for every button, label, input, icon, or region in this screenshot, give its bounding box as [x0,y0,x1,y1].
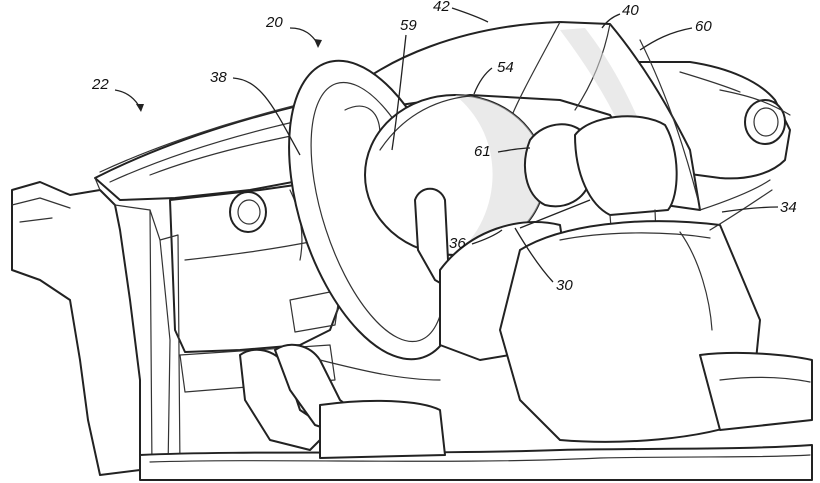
leader-22 [114,89,141,109]
arrowhead-22 [136,104,144,112]
leader-30 [514,227,554,283]
seat [499,115,813,443]
ref-54: 54 [497,59,514,76]
reference-labels: 20 22 38 59 42 54 40 60 61 36 30 [91,0,797,294]
door-pillar [11,177,181,476]
leader-42 [451,7,489,23]
leader-36 [471,229,503,245]
ref-20: 20 [265,14,283,31]
right-vent [744,99,786,145]
floor [139,444,813,481]
left-vent [229,191,267,233]
ref-34: 34 [780,199,797,216]
leader-60 [639,27,693,51]
ref-38: 38 [210,69,227,86]
ref-22: 22 [91,76,109,93]
ref-59: 59 [400,17,417,34]
ref-42: 42 [433,0,450,15]
ref-61: 61 [474,143,491,160]
leader-20 [289,27,319,45]
lower-seat [319,399,446,459]
leader-61 [497,147,531,153]
arrowhead-20 [314,39,322,48]
leader-38 [232,77,301,156]
leader-30-head [519,199,591,229]
ref-40: 40 [622,2,639,19]
driver-airbag [364,94,546,256]
leader-54 [473,67,493,95]
ref-60: 60 [695,18,712,35]
leader-40 [601,13,621,29]
leader-34 [721,206,779,213]
ref-36: 36 [449,235,466,252]
ref-30: 30 [556,277,573,294]
leader-59 [391,34,407,151]
